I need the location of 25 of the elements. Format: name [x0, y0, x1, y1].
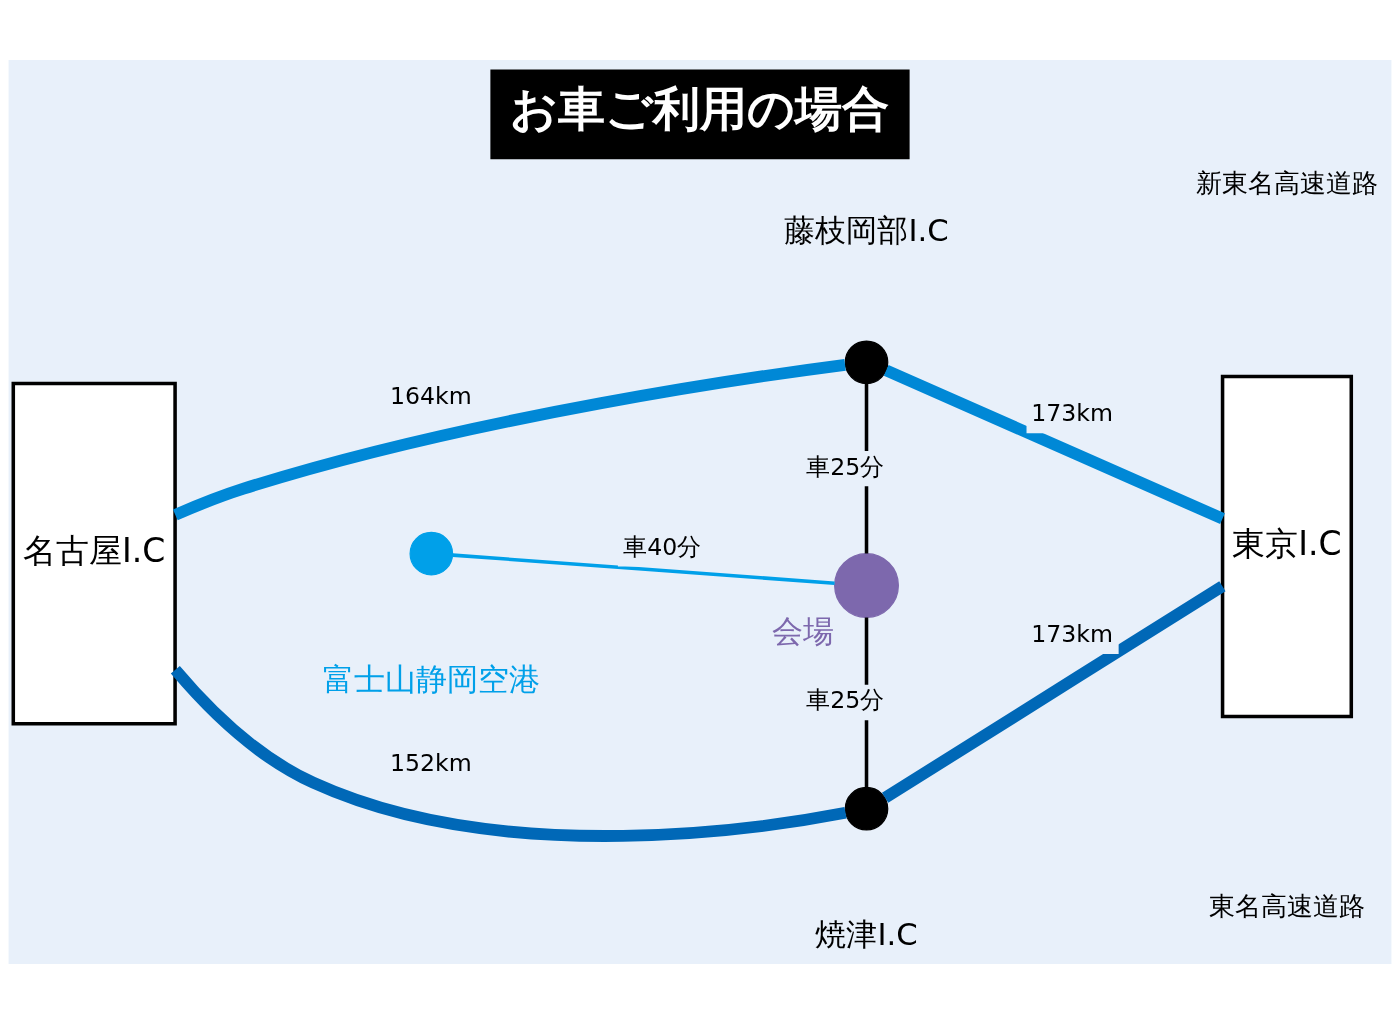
connector [882, 581, 1226, 803]
node-circle [844, 786, 889, 831]
label: 新東名高速道路 [1195, 167, 1378, 198]
connector [452, 553, 835, 585]
diagram-title: お車ご利用の場合 [509, 80, 889, 136]
edge-label: 152km [390, 748, 472, 777]
edge-label: 車25分 [806, 686, 885, 715]
node-label: 焼津I.C [815, 916, 918, 952]
edge-label: 164km [390, 381, 472, 410]
edge-label: 車25分 [806, 452, 885, 481]
connector [170, 665, 847, 842]
label: 東名高速道路 [1208, 890, 1365, 921]
node-label: 会場 [772, 613, 835, 649]
edge-label: 車40分 [623, 532, 702, 561]
edge-label: 173km [1031, 399, 1113, 428]
connector [173, 358, 846, 521]
node-box: 東京I.C [1220, 374, 1354, 719]
node-circle [409, 531, 454, 576]
node-circle [844, 340, 889, 385]
edge-label: 173km [1031, 620, 1113, 649]
node-box: 名古屋I.C [11, 381, 177, 726]
node-circle [834, 553, 899, 618]
node-label: 富士山静岡空港 [322, 661, 540, 697]
node-label: 藤枝岡部I.C [784, 213, 949, 249]
connector [883, 365, 1225, 525]
